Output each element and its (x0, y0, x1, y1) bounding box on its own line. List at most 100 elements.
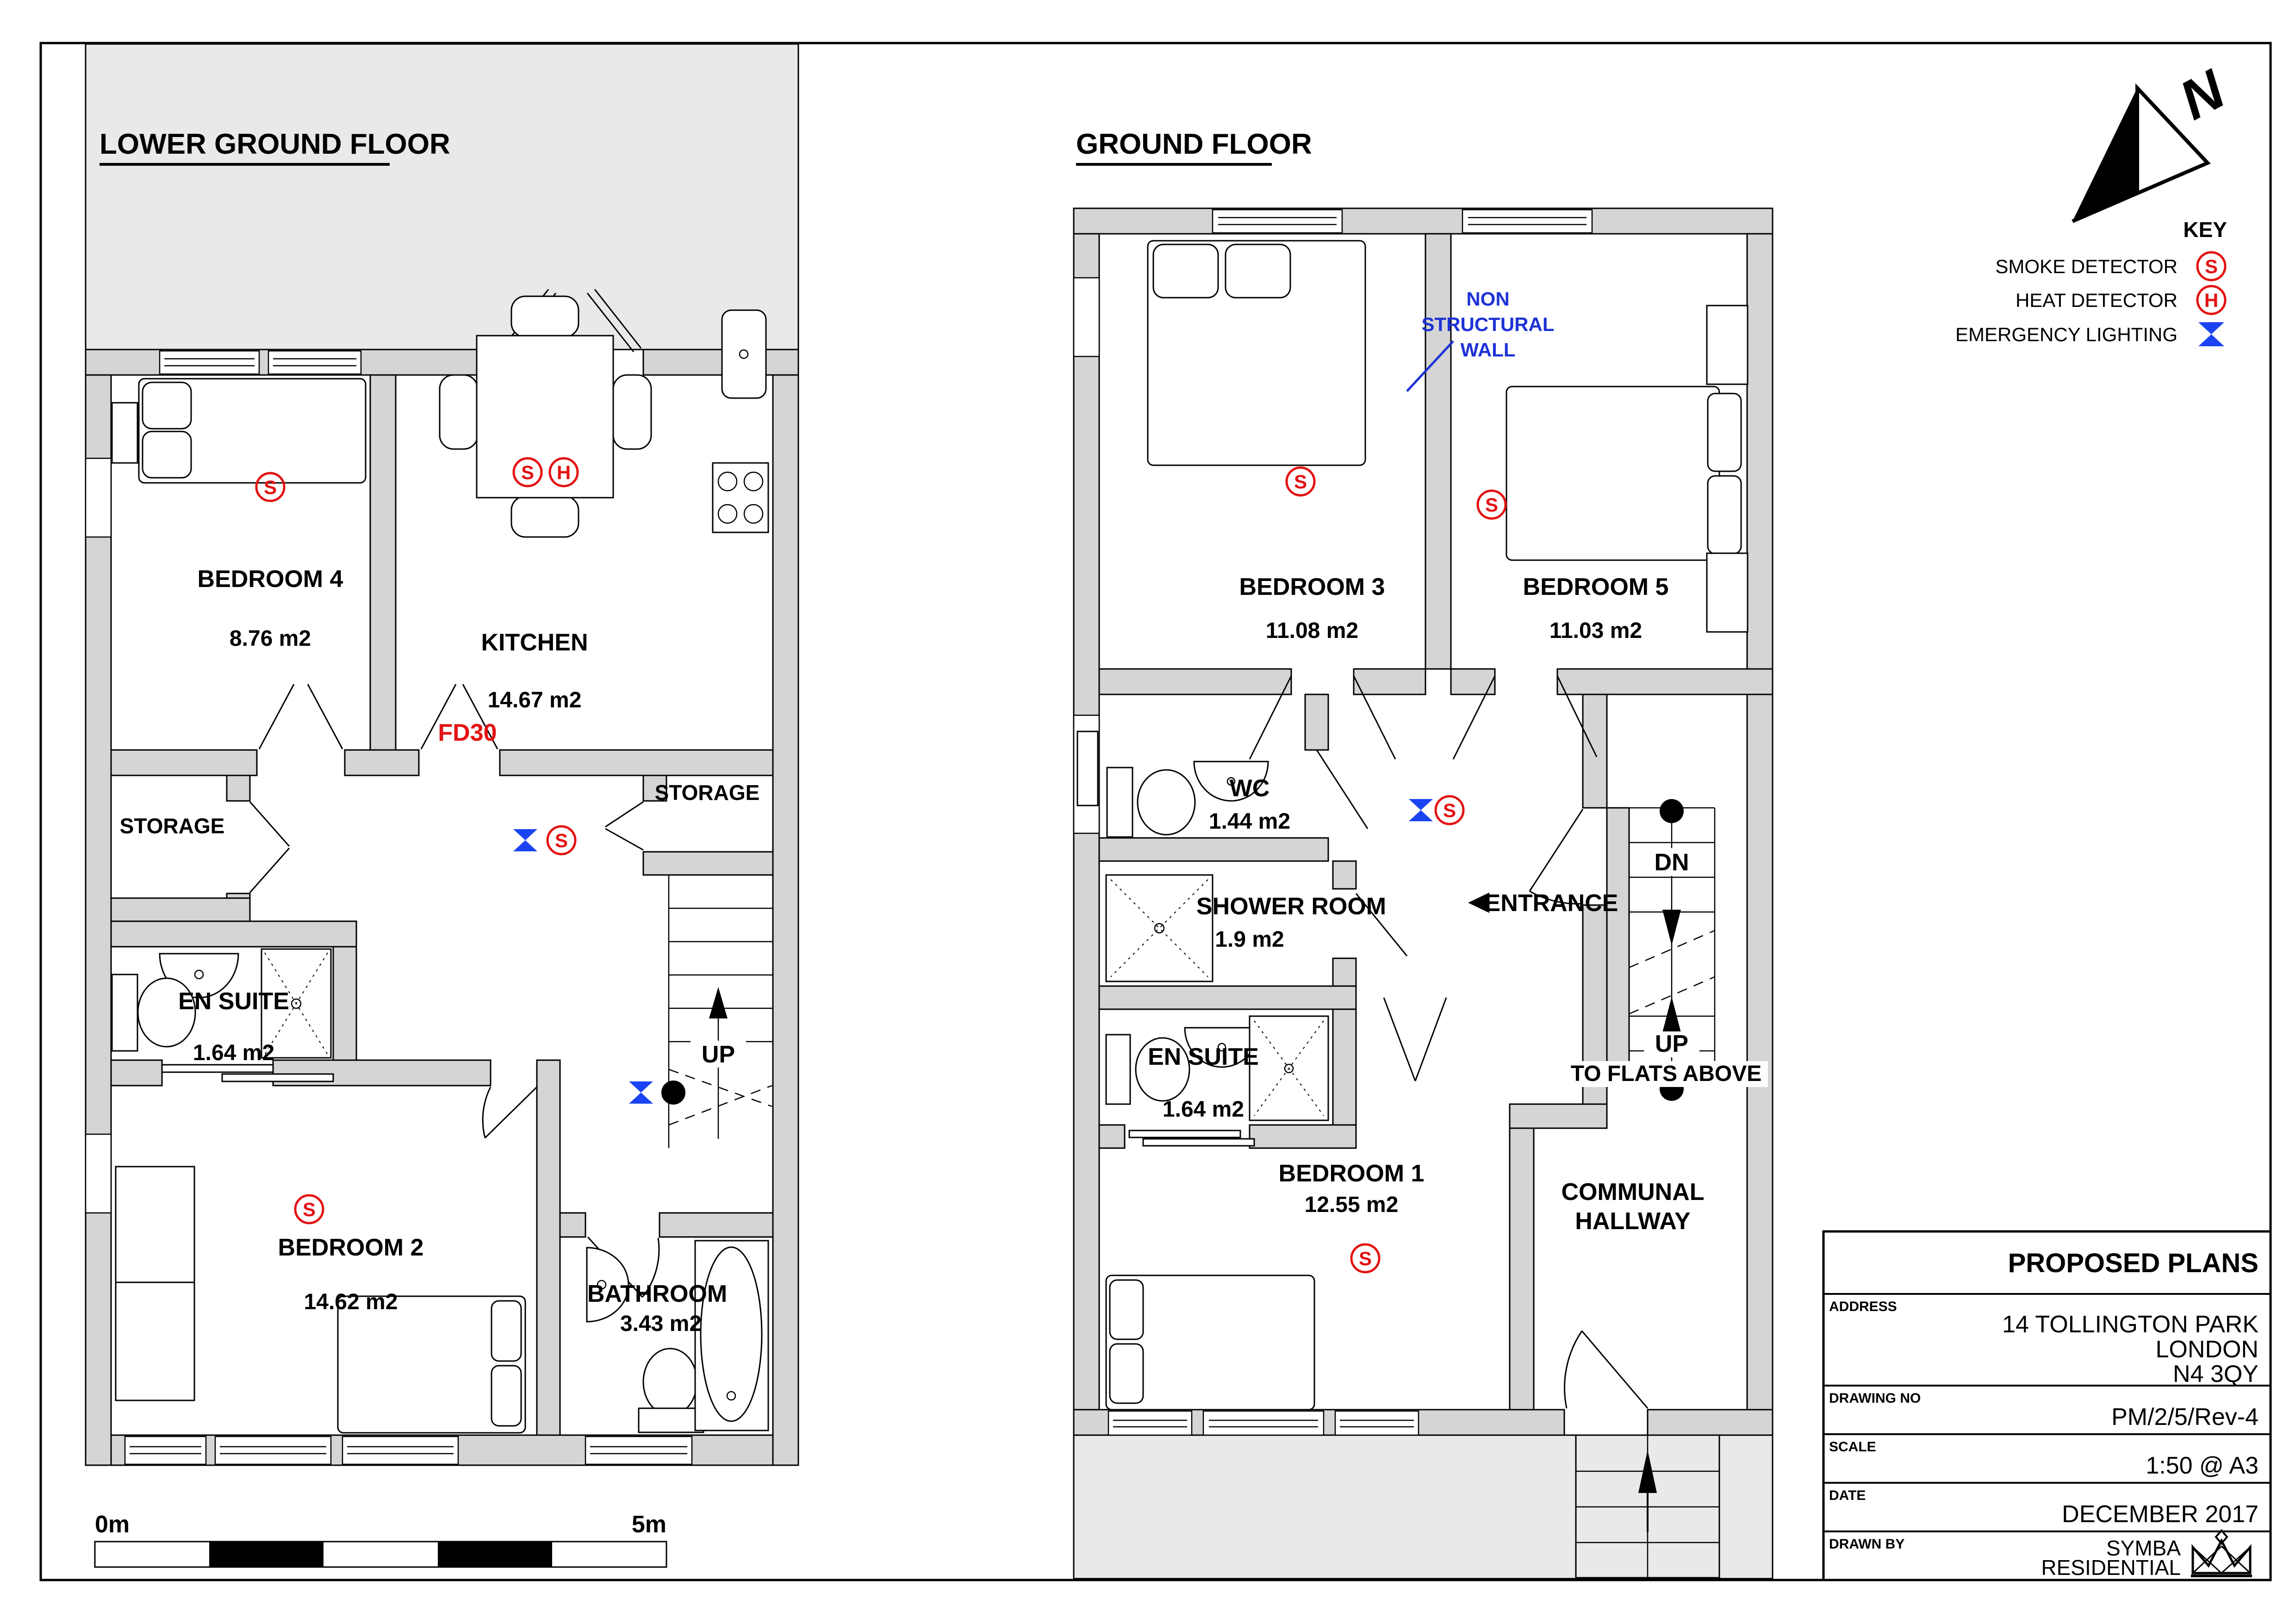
svg-text:H: H (557, 462, 571, 483)
smoke-detector-icon: S (1350, 1243, 1381, 1274)
ground-stairs: DN UP (1628, 799, 1716, 1101)
ground-floor-plan: GROUND FLOOR (1073, 128, 1773, 1580)
svg-text:S: S (303, 1199, 316, 1220)
wc-fixtures (1106, 761, 1269, 838)
wc-area: 1.44 m2 (1209, 809, 1290, 834)
address-label: ADDRESS (1829, 1299, 1897, 1314)
svg-text:NON: NON (1466, 288, 1509, 310)
bedroom3-bed (1147, 240, 1366, 466)
lower-ensuite-area: 1.64 m2 (193, 1041, 274, 1065)
svg-text:S: S (521, 462, 534, 483)
fd30-label: FD30 (438, 719, 497, 746)
bedroom5-bed (1506, 305, 1748, 633)
lower-ground-title: LOWER GROUND FLOOR (100, 128, 450, 160)
ground-up-label: UP (1655, 1031, 1688, 1057)
ground-title: GROUND FLOOR (1076, 128, 1312, 160)
key-heat-label: HEAT DETECTOR (2016, 289, 2178, 311)
heat-detector-icon: H (2196, 285, 2227, 315)
bedroom1-door (1383, 997, 1447, 1081)
kitchen-table (439, 295, 652, 538)
storage-left-label: STORAGE (120, 814, 225, 838)
scale-end: 5m (632, 1511, 666, 1538)
bedroom1-bed (1105, 1274, 1315, 1411)
drawn-by-label: DRAWN BY (1829, 1537, 1904, 1552)
communal-hallway-label: COMMUNAL (1561, 1179, 1704, 1206)
lower-ensuite-fixtures (111, 948, 332, 1059)
address-line1: 14 TOLLINGTON PARK (2002, 1311, 2259, 1338)
emergency-light-icon (1409, 799, 1433, 821)
flat-entrance-door (1529, 809, 1584, 905)
smoke-detector-icon: S (1434, 795, 1465, 825)
bedroom4-windows (159, 350, 362, 375)
bedroom1-area: 12.55 m2 (1305, 1193, 1399, 1217)
smoke-detector-icon: S (2196, 251, 2227, 281)
ensuite-sliding-door (161, 1064, 274, 1073)
svg-text:HALLWAY: HALLWAY (1575, 1208, 1690, 1235)
bedroom3-door (1249, 675, 1396, 760)
kitchen-door-fd30 (420, 684, 498, 750)
title-block: PROPOSED PLANS ADDRESS 14 TOLLINGTON PAR… (1822, 1230, 2272, 1581)
date-label: DATE (1829, 1488, 1866, 1503)
bedroom4-door (258, 684, 343, 750)
storage-left-door (249, 801, 290, 893)
communal-front-door (1564, 1330, 1649, 1409)
bedroom3-label: BEDROOM 3 (1239, 574, 1385, 600)
key-smoke-label: SMOKE DETECTOR (1995, 256, 2178, 277)
smoke-detector-icon: S (1285, 466, 1316, 497)
brand-name-line1: SYMBA (2106, 1536, 2181, 1560)
kitchen-stove (712, 462, 769, 533)
bedroom2-area: 14.62 m2 (304, 1290, 398, 1314)
bathroom-fixtures (586, 1240, 769, 1433)
kitchen-sink (721, 309, 767, 399)
wc-door (1316, 750, 1369, 829)
svg-text:S: S (555, 830, 568, 851)
svg-text:H: H (2204, 289, 2218, 311)
ground-ensuite-area: 1.64 m2 (1163, 1097, 1244, 1122)
address-line3: N4 3QY (2173, 1361, 2259, 1387)
lower-ground-plan: LOWER GROUND FLOOR (85, 43, 799, 1466)
kitchen-area: 14.67 m2 (488, 688, 582, 712)
bedroom1-label: BEDROOM 1 (1279, 1160, 1425, 1187)
svg-text:S: S (1294, 471, 1307, 493)
smoke-detector-icon: S (255, 472, 286, 502)
lower-bottom-windows (124, 1436, 693, 1465)
shower-room-fixtures (1105, 874, 1213, 982)
key-emergency-label: EMERGENCY LIGHTING (1955, 324, 2178, 345)
entrance-label: ENTRANCE (1485, 890, 1618, 917)
to-flats-above-label: TO FLATS ABOVE (1571, 1062, 1761, 1086)
svg-text:STRUCTURAL: STRUCTURAL (1422, 313, 1555, 335)
wc-label: WC (1230, 775, 1270, 802)
sheet-frame (39, 42, 2272, 1581)
smoke-detector-icon: S (294, 1194, 324, 1224)
bedroom5-door (1452, 675, 1598, 760)
ground-windows (1108, 209, 1593, 1436)
entrance-indicator: ENTRANCE (1468, 890, 1618, 917)
north-arrow-icon: N (2072, 57, 2235, 223)
bedroom2-label: BEDROOM 2 (278, 1234, 424, 1261)
bedroom4-bed (111, 378, 367, 484)
svg-text:WALL: WALL (1461, 339, 1516, 361)
non-structural-wall-note: NON STRUCTURAL WALL (1406, 288, 1555, 392)
bedroom5-label: BEDROOM 5 (1523, 574, 1669, 600)
ground-ensuite-sliding-door (1128, 1130, 1241, 1138)
scale-start: 0m (95, 1511, 130, 1538)
bathroom-area: 3.43 m2 (620, 1312, 702, 1336)
address-line2: LONDON (2156, 1336, 2259, 1363)
kitchen-label: KITCHEN (481, 629, 588, 656)
date-value: DECEMBER 2017 (2062, 1501, 2259, 1528)
shower-room-area: 1.9 m2 (1215, 927, 1284, 952)
bedroom3-area: 11.08 m2 (1266, 618, 1358, 643)
ground-ensuite-fixtures (1105, 1015, 1329, 1121)
smoke-detector-icon: S (546, 825, 577, 856)
entrance-steps (1575, 1434, 1720, 1579)
dn-label: DN (1654, 849, 1689, 876)
key-heading: KEY (2183, 218, 2227, 242)
bedroom4-area: 8.76 m2 (230, 626, 311, 651)
scale-value: 1:50 @ A3 (2146, 1452, 2259, 1479)
brand-name-line2: RESIDENTIAL (2041, 1555, 2181, 1580)
north-letter: N (2170, 57, 2235, 131)
heat-detector-icon: H (548, 457, 579, 487)
ground-ensuite-label: EN SUITE (1148, 1043, 1259, 1070)
emergency-light-icon (2198, 322, 2224, 346)
